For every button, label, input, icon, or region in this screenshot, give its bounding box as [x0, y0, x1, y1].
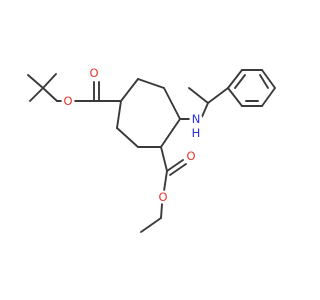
bond: [137, 78, 165, 89]
ether-oxygen-label: O: [63, 94, 72, 108]
amine-nitrogen-label: N: [192, 112, 201, 126]
bond: [261, 69, 276, 89]
bond: [116, 100, 122, 129]
amine-hydrogen-label: H: [192, 126, 201, 140]
bond: [207, 87, 229, 104]
bond: [116, 127, 139, 148]
bond: [163, 170, 168, 192]
bond: [166, 159, 184, 172]
carbonyl-oxygen-label: O: [89, 66, 98, 80]
bond: [227, 87, 243, 107]
structure-diagram: O O N H O O: [27, 66, 276, 233]
bond: [234, 74, 246, 89]
bond: [160, 203, 163, 219]
bond: [29, 87, 44, 102]
bond: [140, 217, 162, 233]
bond: [163, 87, 181, 120]
bond: [200, 102, 209, 120]
bond: [27, 74, 44, 89]
bond: [120, 78, 139, 102]
bond: [160, 118, 181, 148]
bond: [169, 163, 187, 176]
bond: [227, 69, 243, 89]
atom-label-layer: O O N H O O: [61, 66, 203, 204]
bond: [261, 87, 276, 107]
carbonyl-oxygen-label: O: [186, 149, 195, 163]
bond: [42, 73, 57, 89]
ether-oxygen-label: O: [158, 190, 167, 204]
bond: [42, 87, 58, 102]
bond: [188, 87, 209, 104]
bond: [259, 74, 269, 89]
bond: [160, 146, 168, 172]
bond-layer: [27, 69, 276, 233]
